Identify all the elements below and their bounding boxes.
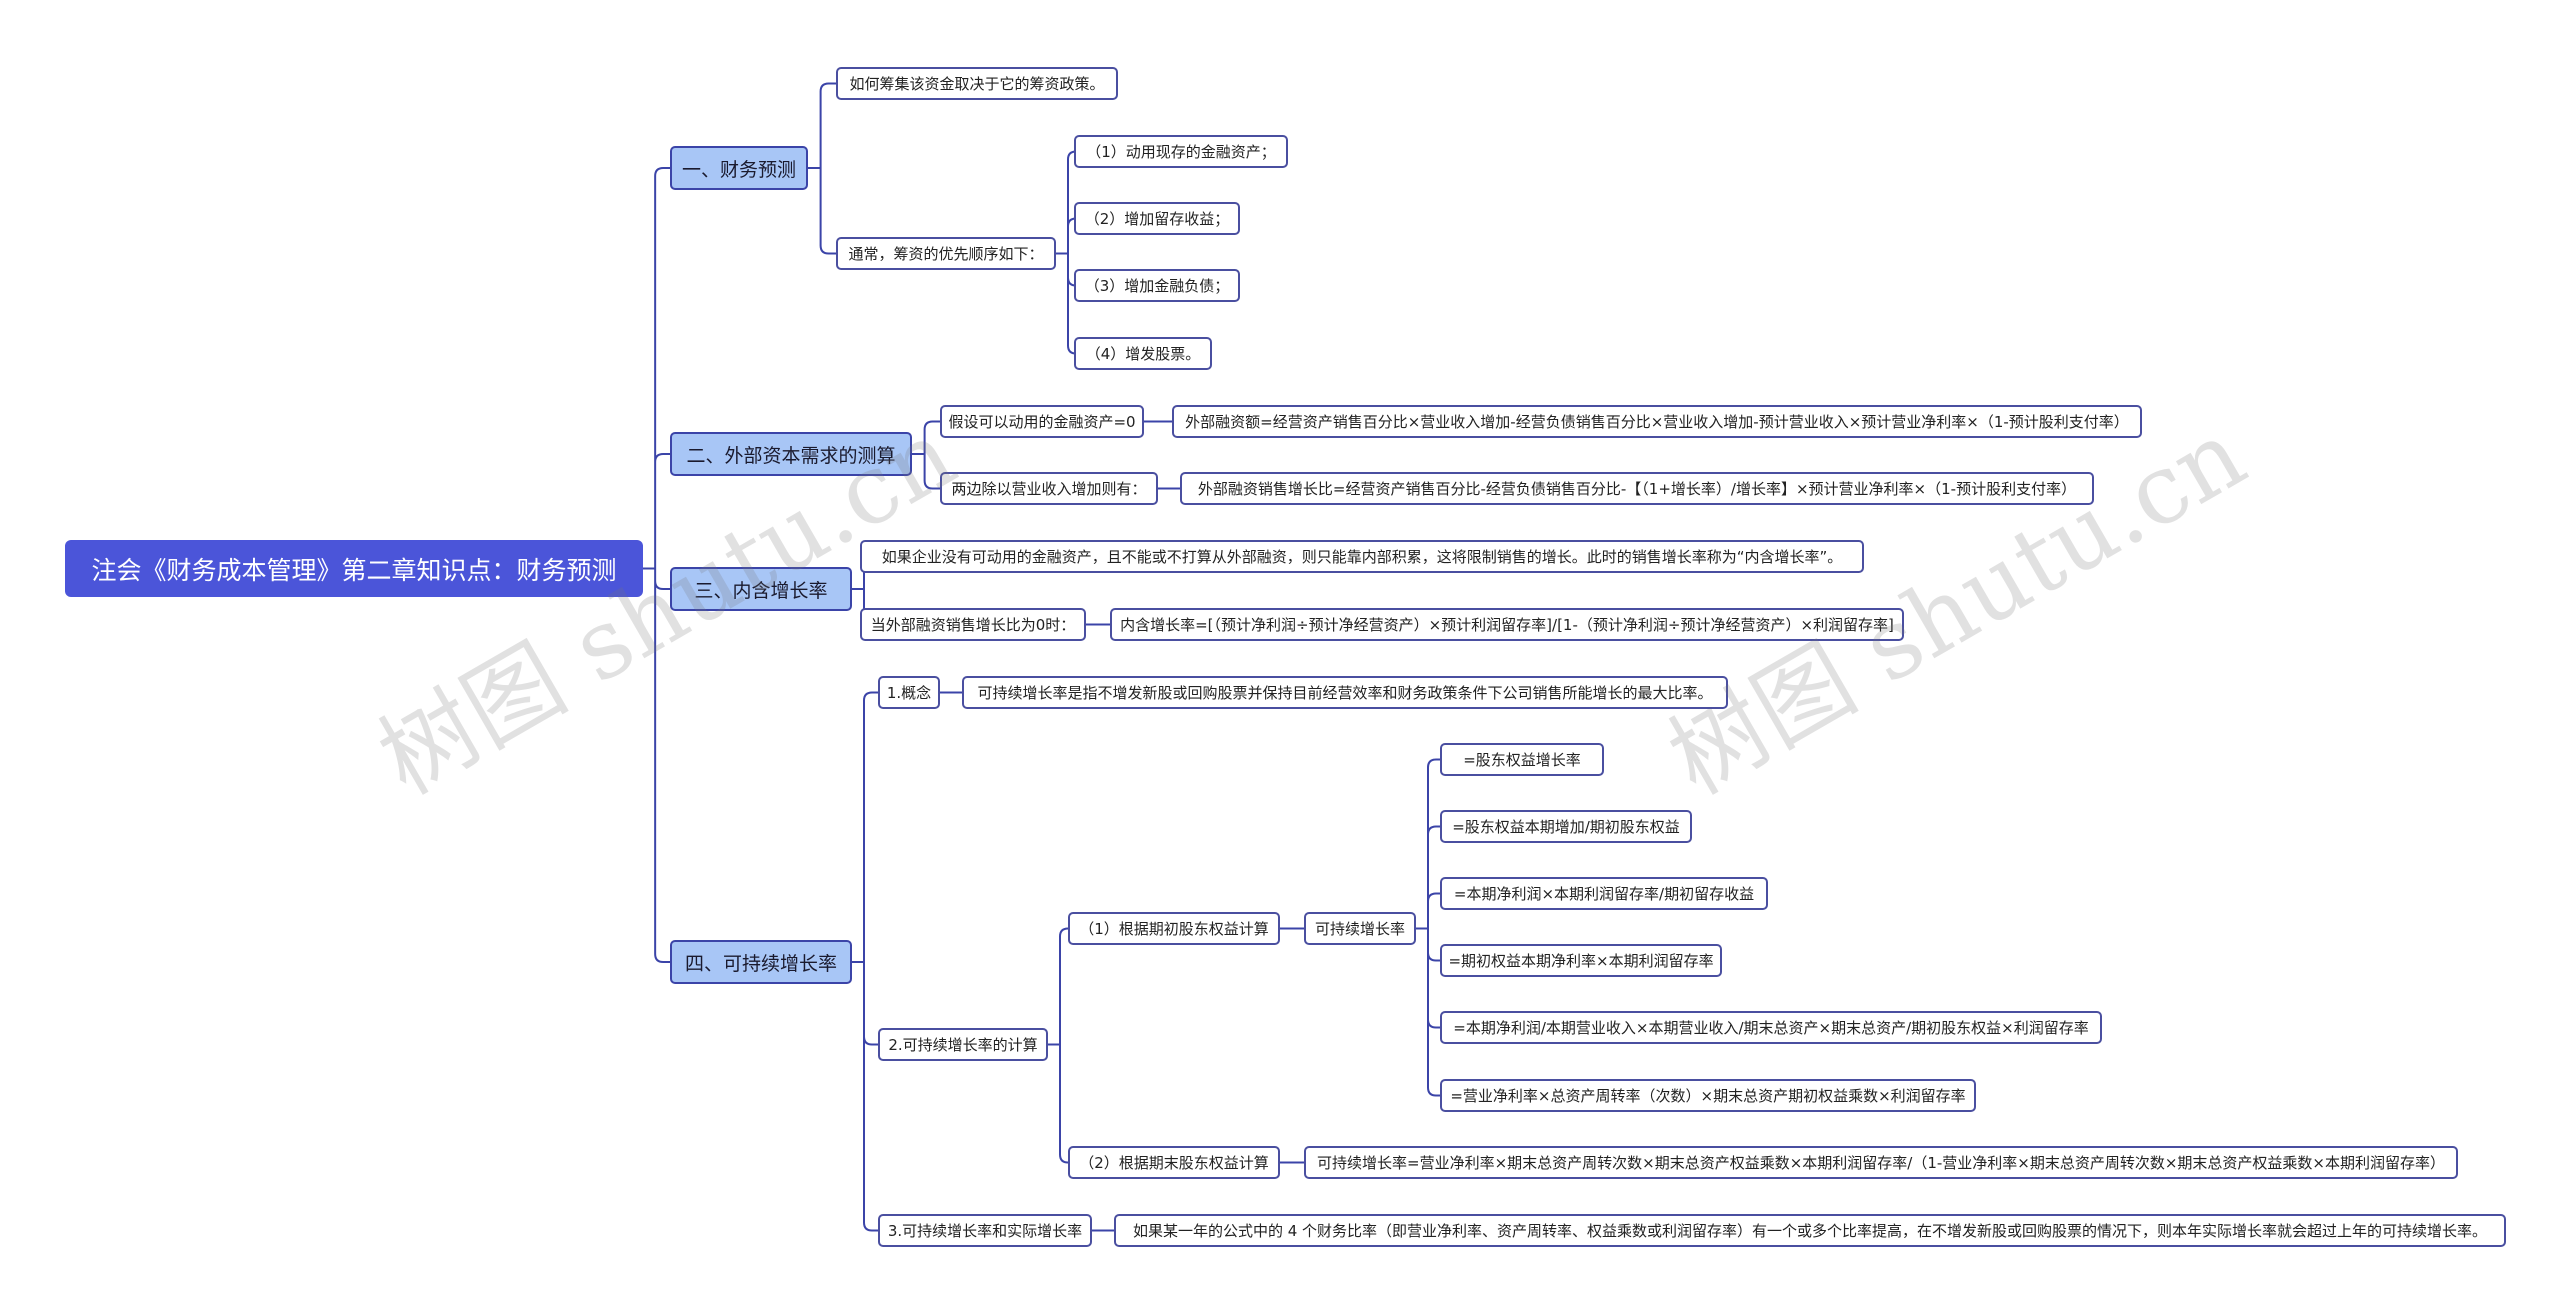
node-external-growth-ratio[interactable]: 外部融资销售增长比=经营资产销售百分比-经营负债销售百分比-【（1+增长率）/增…	[1180, 472, 2094, 505]
node-formula-1[interactable]: =股东权益增长率	[1440, 743, 1604, 776]
node-order-2[interactable]: （2）增加留存收益；	[1074, 202, 1240, 235]
node-sustainable-vs-actual[interactable]: 3.可持续增长率和实际增长率	[878, 1214, 1092, 1247]
node-calculation[interactable]: 2.可持续增长率的计算	[878, 1028, 1048, 1061]
node-internal-growth-definition[interactable]: 如果企业没有可动用的金融资产，且不能或不打算从外部融资，则只能靠内部积累，这将限…	[860, 540, 1864, 573]
node-order-1[interactable]: （1）动用现存的金融资产；	[1074, 135, 1288, 168]
node-financing-policy[interactable]: 如何筹集该资金取决于它的筹资政策。	[836, 67, 1118, 100]
node-calc-end-equity[interactable]: （2）根据期末股东权益计算	[1068, 1146, 1280, 1179]
node-ratio-zero[interactable]: 当外部融资销售增长比为0时：	[860, 608, 1086, 641]
node-internal-growth-formula[interactable]: 内含增长率=[（预计净利润÷预计净经营资产）×预计利润留存率]/[1-（预计净利…	[1110, 608, 1904, 641]
node-external-financing-formula[interactable]: 外部融资额=经营资产销售百分比×营业收入增加-经营负债销售百分比×营业收入增加-…	[1172, 405, 2142, 438]
node-formula-5[interactable]: =本期净利润/本期营业收入×本期营业收入/期末总资产×期末总资产/期初股东权益×…	[1440, 1011, 2102, 1044]
branch-financial-forecast[interactable]: 一、财务预测	[670, 146, 808, 190]
node-sustainable-vs-actual-text[interactable]: 如果某一年的公式中的 4 个财务比率（即营业净利率、资产周转率、权益乘数或利润留…	[1114, 1214, 2506, 1247]
connector-node-sustainable-growth-rate	[1416, 758, 1440, 1097]
node-formula-2[interactable]: =股东权益本期增加/期初股东权益	[1440, 810, 1692, 843]
connector-branch-external-capital	[912, 420, 940, 490]
node-formula-6[interactable]: =营业净利率×总资产周转率（次数）×期末总资产期初权益乘数×利润留存率	[1440, 1079, 1976, 1112]
node-concept-definition[interactable]: 可持续增长率是指不增发新股或回购股票并保持目前经营效率和财务政策条件下公司销售所…	[962, 676, 1728, 709]
node-calc-begin-equity[interactable]: （1）根据期初股东权益计算	[1068, 912, 1280, 945]
connector-root-topic	[643, 167, 670, 963]
branch-external-capital[interactable]: 二、外部资本需求的测算	[670, 432, 912, 476]
node-formula-4[interactable]: =期初权益本期净利率×本期利润留存率	[1440, 944, 1722, 977]
branch-internal-growth[interactable]: 三、内含增长率	[670, 567, 852, 611]
node-formula-3[interactable]: =本期净利润×本期利润留存率/期初留存收益	[1440, 877, 1768, 910]
connector-branch-financial-forecast	[808, 82, 836, 255]
node-order-3[interactable]: （3）增加金融负债；	[1074, 269, 1240, 302]
node-divide-both-sides[interactable]: 两边除以营业收入增加则有：	[940, 472, 1158, 505]
connector-node-calculation	[1048, 927, 1069, 1164]
connector-node-financing-order	[1056, 150, 1077, 355]
node-financing-order[interactable]: 通常，筹资的优先顺序如下：	[836, 237, 1056, 270]
root-topic[interactable]: 注会《财务成本管理》第二章知识点：财务预测	[65, 540, 643, 597]
connector-branch-sustainable-growth	[852, 691, 878, 1232]
branch-sustainable-growth[interactable]: 四、可持续增长率	[670, 940, 852, 984]
node-end-equity-formula[interactable]: 可持续增长率=营业净利率×期末总资产周转次数×期末总资产权益乘数×本期利润留存率…	[1304, 1146, 2458, 1179]
node-order-4[interactable]: （4）增发股票。	[1074, 337, 1212, 370]
node-assume-zero[interactable]: 假设可以动用的金融资产=0	[940, 405, 1144, 438]
node-sustainable-growth-rate[interactable]: 可持续增长率	[1304, 912, 1416, 945]
node-concept[interactable]: 1.概念	[878, 676, 940, 709]
